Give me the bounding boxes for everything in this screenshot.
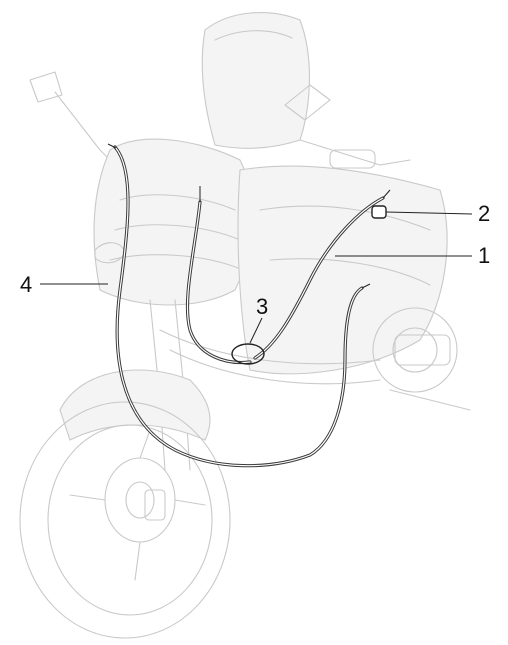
callout-label-3: 3 [256, 294, 268, 319]
tie-part-3 [231, 317, 265, 365]
scooter-outline [19, 12, 471, 639]
callout-label-2: 2 [478, 201, 490, 226]
callout-label-4: 4 [20, 272, 32, 297]
cable-1 [253, 189, 391, 360]
cable-center [185, 186, 252, 365]
callout-label-1: 1 [478, 243, 490, 268]
cable-4 [107, 143, 371, 468]
clip-part-2 [371, 205, 473, 219]
